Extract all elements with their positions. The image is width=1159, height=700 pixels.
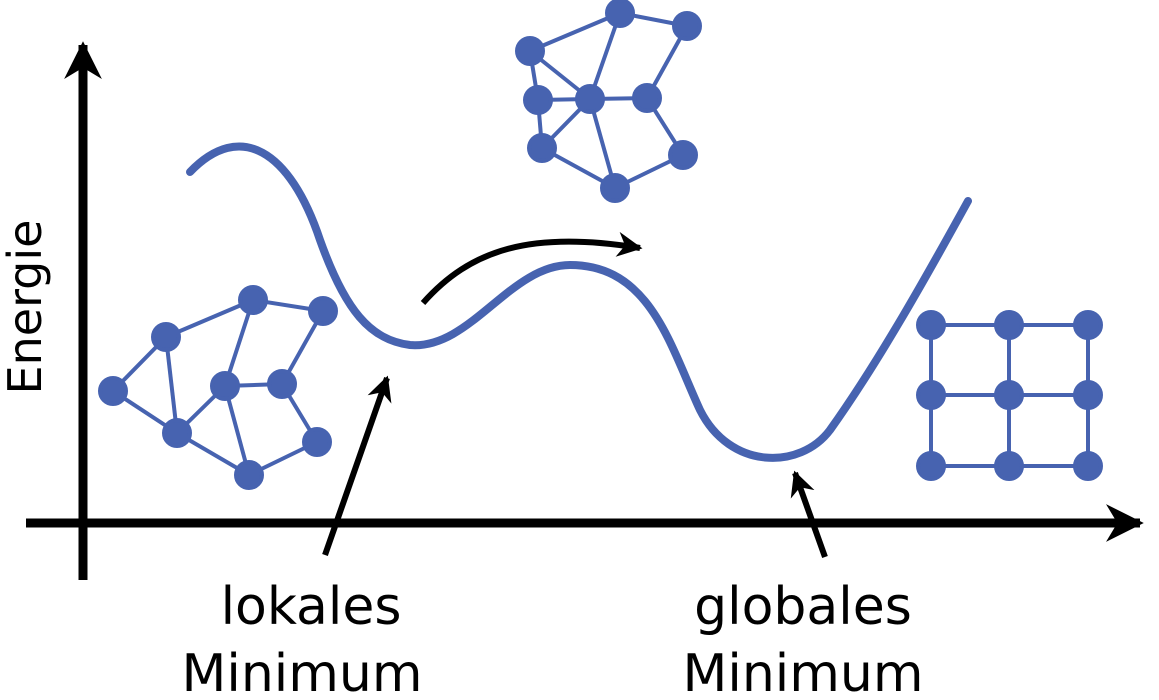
crystal-lattice [916,310,1103,481]
global-minimum-label-line1: globales [694,577,912,637]
energy-curve [186,142,972,462]
y-axis-label: Energie [0,220,52,395]
transition-arrow [420,231,643,305]
axes [26,41,1144,580]
global-minimum-pointer [790,470,828,559]
local-minimum-pointer [322,375,392,556]
amorphous-structure-top [515,0,702,203]
global-minimum-label-line2: Minimum [683,644,924,700]
local-minimum-label-line1: lokales [221,577,402,637]
local-minimum-label-line2: Minimum [182,644,423,700]
amorphous-structure-left [98,285,338,490]
